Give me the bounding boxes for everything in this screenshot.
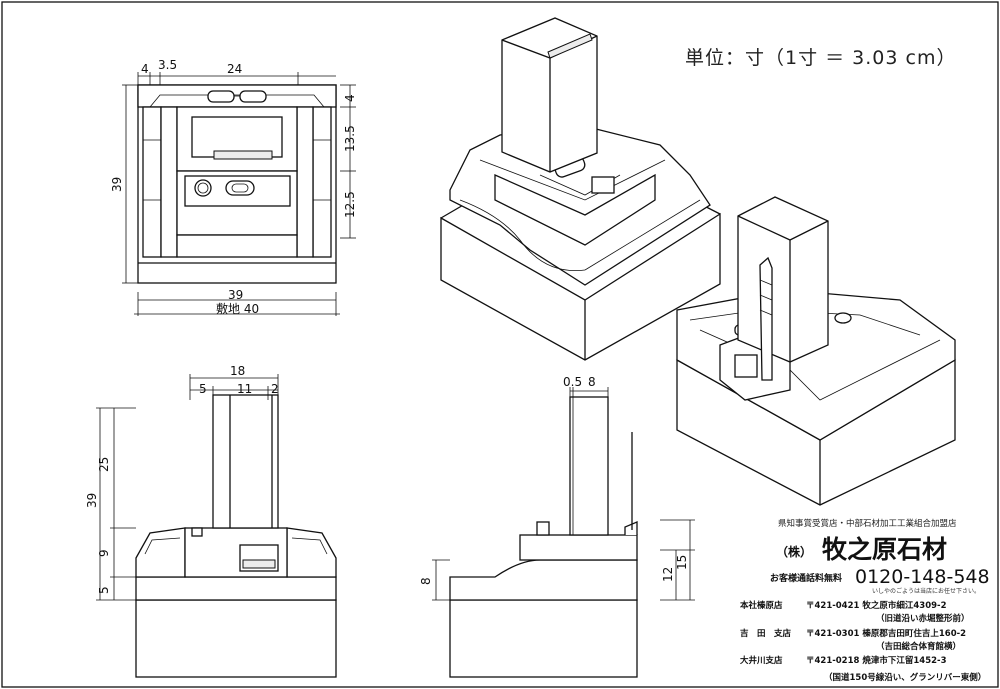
branch-2-name: 大井川支店 <box>740 655 783 666</box>
side-view <box>449 396 638 678</box>
dim-base: 敷地 40 <box>216 301 259 316</box>
branch-2-address: 〒421-0218 焼津市下江留1452-3 <box>806 655 947 666</box>
branch-0-name: 本社榛原店 <box>740 600 783 611</box>
dim-right-2: 13.5 <box>343 125 357 152</box>
branch-2-note: （国道150号線沿い、グランリバー東側） <box>824 672 986 683</box>
dim-side-2: 8 <box>588 375 596 389</box>
toll-free-label: お客様通話料無料 <box>770 572 842 584</box>
side-view-dimensions: 0.5 8 8 12 15 <box>419 375 695 601</box>
front-view-dimensions: 4 3.5 24 39 4 13.5 12.5 39 敷地 40 <box>110 58 357 316</box>
company-name: 牧之原石材 <box>822 535 947 564</box>
dim-lower-top: 18 <box>230 364 245 378</box>
dim-lower-3: 2 <box>271 382 279 396</box>
branch-1-note: （吉田総合体育館横） <box>876 641 961 652</box>
dim-top-1: 4 <box>141 62 149 76</box>
dim-height: 39 <box>110 177 124 192</box>
dim-right-1: 4 <box>343 94 357 102</box>
dim-left-3: 5 <box>97 586 111 594</box>
branch-1-name: 吉 田 支店 <box>740 628 792 639</box>
corp-type: （株） <box>776 544 812 559</box>
dim-side-1: 0.5 <box>563 375 582 389</box>
dim-lower-height: 39 <box>85 493 99 508</box>
lower-front-dimensions: 18 5 11 2 39 25 9 5 <box>85 364 279 601</box>
phone-note: いしやのごようは当店にお任せ下さい。 <box>872 587 980 595</box>
phone-number[interactable]: 0120-148-548 <box>855 566 990 588</box>
isometric-view-1 <box>440 17 721 361</box>
branch-0-address: 〒421-0421 牧之原市細江4309-2 <box>806 600 947 611</box>
lower-front-view <box>135 394 337 678</box>
dim-top-3: 24 <box>227 62 242 76</box>
cert-text: 県知事賞受賞店・中部石材加工工業組合加盟店 <box>778 518 957 529</box>
dim-top-2: 3.5 <box>158 58 177 72</box>
company-block: 県知事賞受賞店・中部石材加工工業組合加盟店 （株） 牧之原石材 お客様通話料無料… <box>740 518 990 683</box>
dim-width: 39 <box>228 288 243 302</box>
branch-0-note: （旧道沿い赤堀整形前） <box>876 613 970 624</box>
dim-side-right-1: 12 <box>661 567 675 582</box>
dim-left-2: 9 <box>97 549 111 557</box>
dim-side-right-2: 15 <box>675 555 689 570</box>
unit-note: 単位：寸（1寸 ＝ 3.03 cm） <box>685 47 956 69</box>
dim-side-left: 8 <box>419 577 433 585</box>
isometric-view-2 <box>676 196 956 506</box>
dim-right-3: 12.5 <box>343 191 357 218</box>
dim-lower-2: 11 <box>237 382 252 396</box>
dim-lower-1: 5 <box>199 382 207 396</box>
front-view <box>137 84 337 284</box>
dim-left-1: 25 <box>97 457 111 472</box>
branch-1-address: 〒421-0301 榛原郡吉田町住吉上160-2 <box>806 628 966 639</box>
